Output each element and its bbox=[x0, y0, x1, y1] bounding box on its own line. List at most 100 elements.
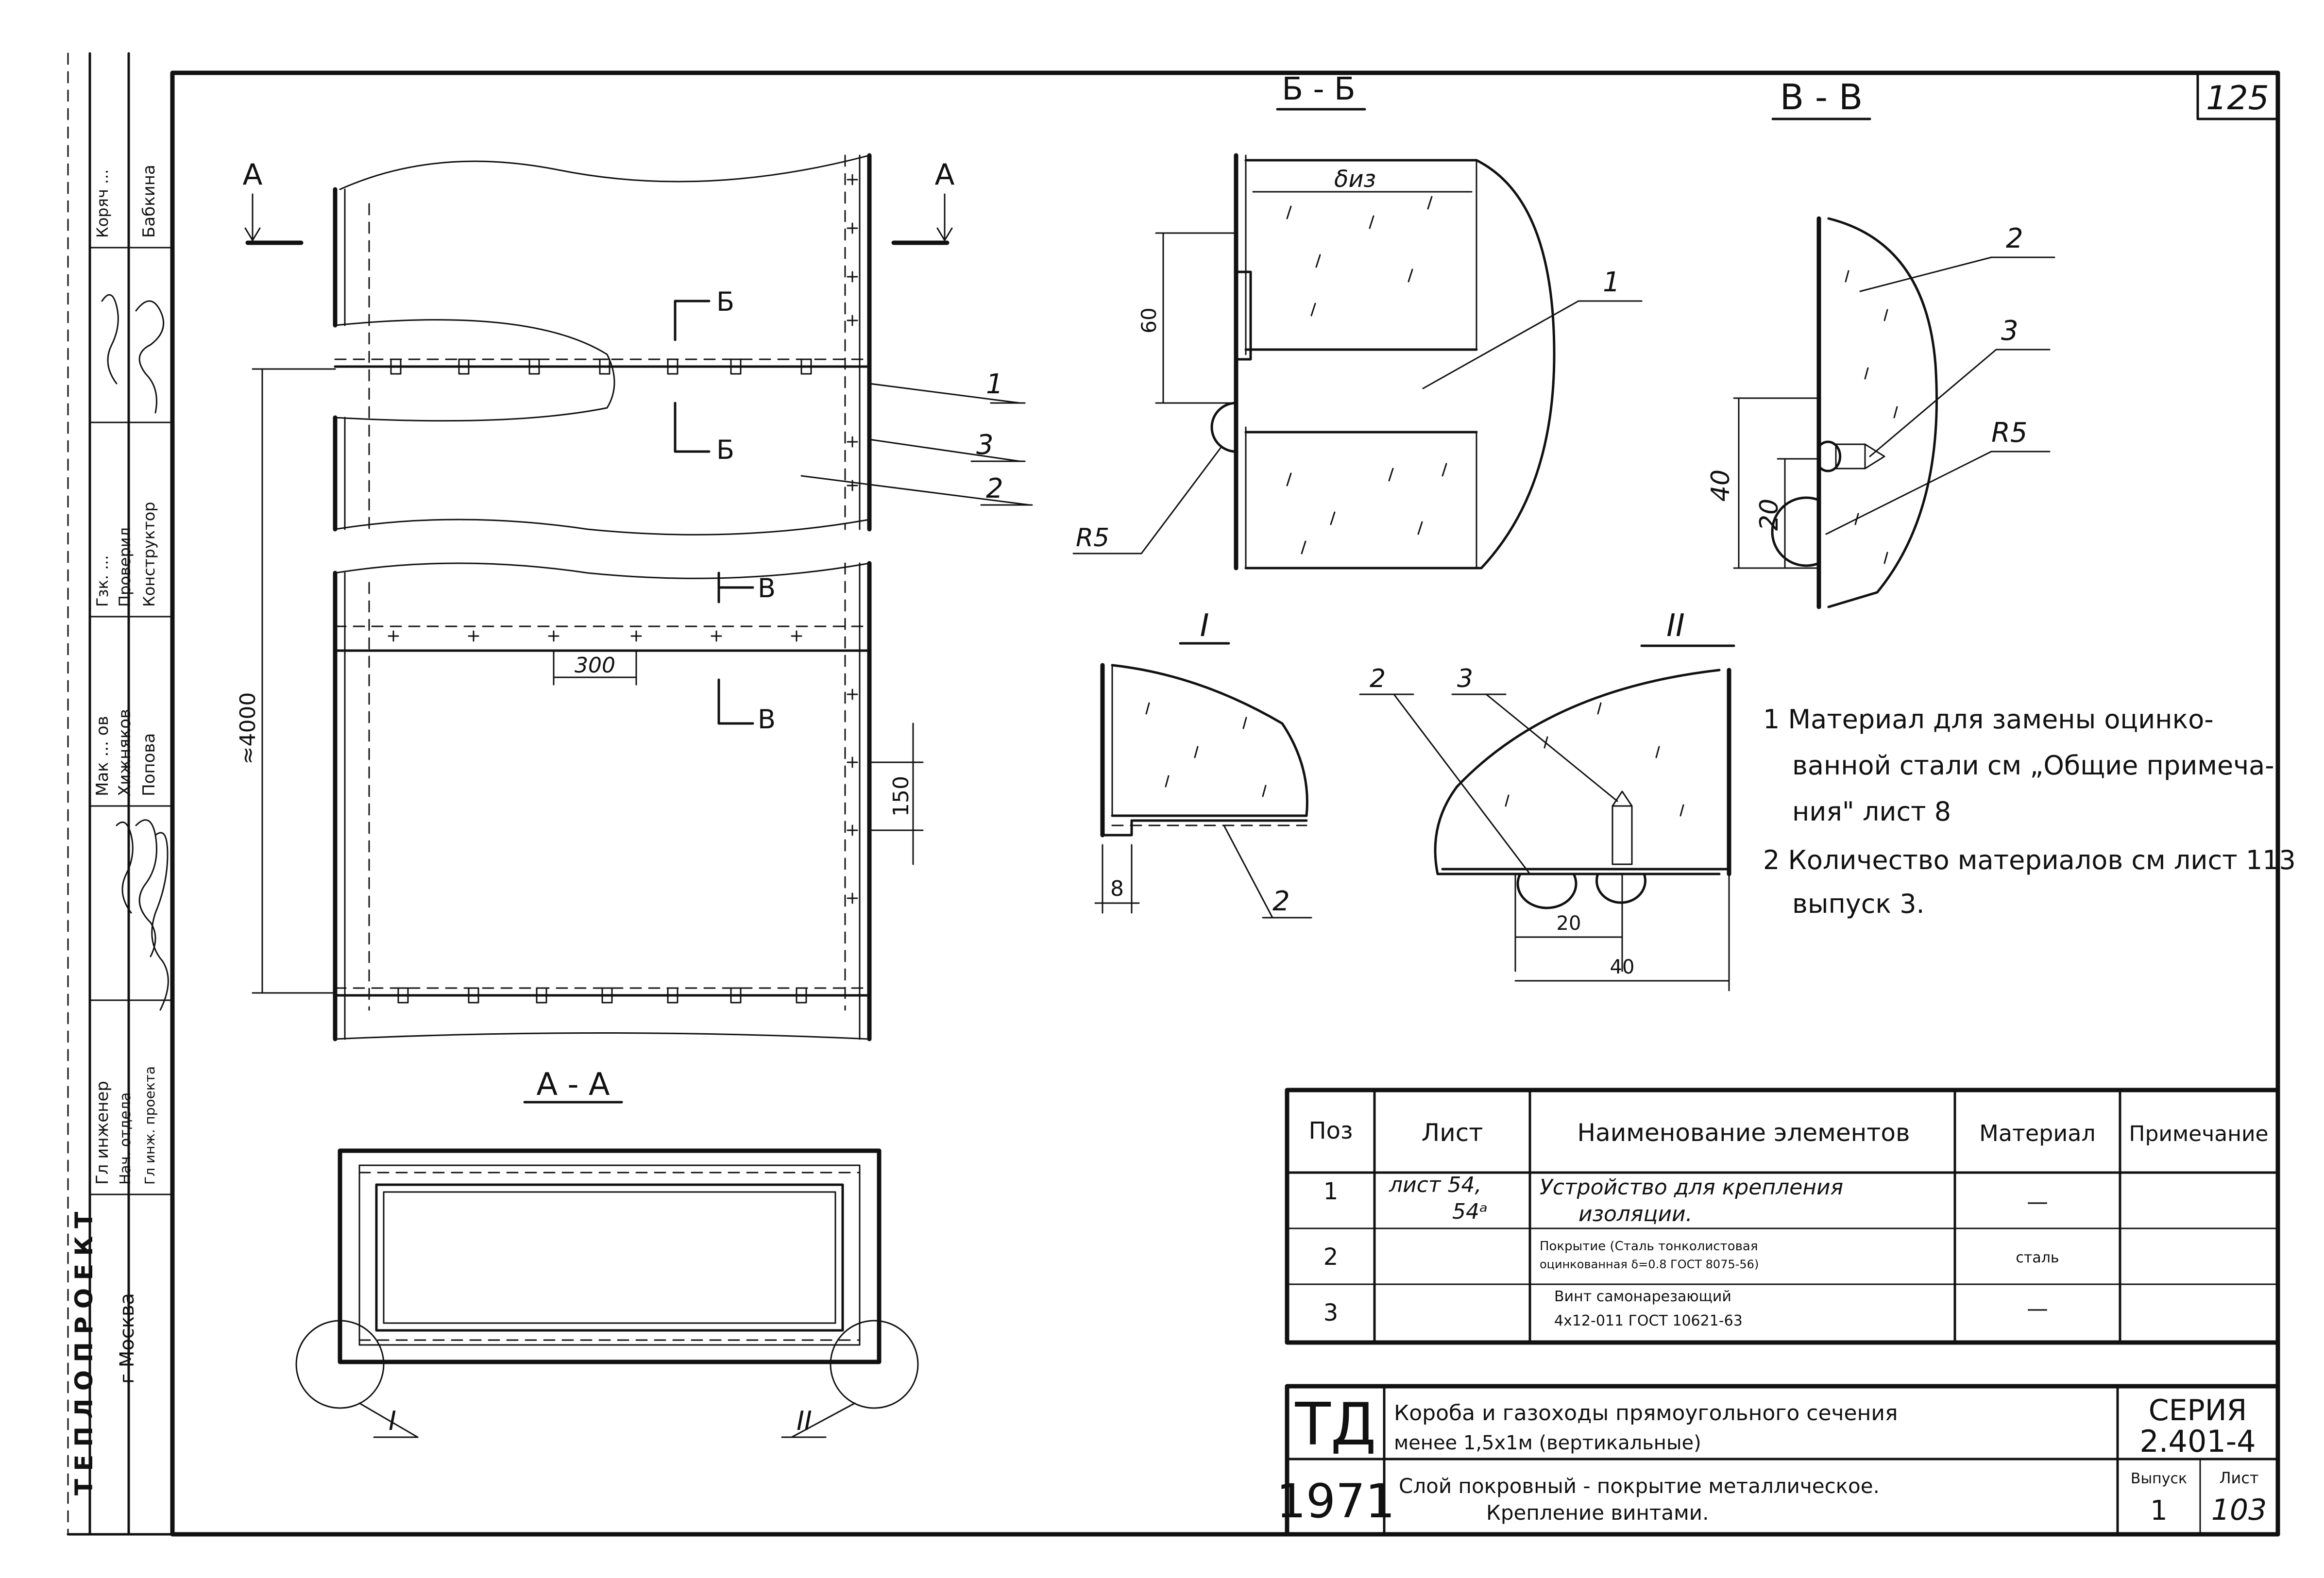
subtitle-line-1: Слой покровный - покрытие металлическое. bbox=[1399, 1474, 1880, 1498]
page-number-box: 125 bbox=[2196, 71, 2279, 120]
title-block: ТД 1971 Короба и газоходы прямоугольного… bbox=[1276, 1384, 2280, 1537]
name-babkina: Бабкина bbox=[139, 165, 159, 238]
col-note: Примечание bbox=[2129, 1122, 2268, 1146]
signature-2 bbox=[101, 294, 119, 385]
note-1-line-2: ванной стали см „Общие примеча- bbox=[1792, 750, 2274, 781]
series-value: 2.401-4 bbox=[2139, 1424, 2256, 1459]
main-view-top bbox=[333, 153, 872, 536]
detail-1-dim-8: 8 bbox=[1110, 876, 1124, 901]
row-2-material: сталь bbox=[2016, 1249, 2059, 1266]
note-2-line-1: 2 Количество материалов см лист 113 bbox=[1763, 845, 2296, 875]
note-2-line-2: выпуск 3. bbox=[1792, 889, 1925, 919]
row-1-name-l2: изоляции. bbox=[1578, 1202, 1693, 1226]
detail-2-callout-2: 2 bbox=[1370, 664, 1386, 693]
callout-2-main: 2 bbox=[986, 473, 1003, 504]
signature-1 bbox=[135, 300, 165, 414]
note-1-line-3: ния" лист 8 bbox=[1792, 796, 1951, 827]
org-city: г Москва bbox=[116, 1293, 138, 1384]
row-3-pos: 3 bbox=[1323, 1299, 1339, 1326]
note-1-line-1: 1 Материал для замены оцинко- bbox=[1763, 704, 2214, 735]
section-vv: В - В 40 20 2 3 R5 bbox=[1706, 77, 2055, 609]
role-checked: Проверил bbox=[116, 527, 134, 607]
title-line-1: Короба и газоходы прямоугольного сечения bbox=[1394, 1401, 1898, 1426]
section-vv-title: В - В bbox=[1780, 77, 1863, 118]
section-aa: А - А I II bbox=[295, 1067, 919, 1438]
dim-60: 60 bbox=[1137, 307, 1161, 333]
row-1-pos: 1 bbox=[1323, 1178, 1339, 1205]
name-koryach: Коряч ... bbox=[93, 169, 112, 238]
subtitle-line-2: Крепление винтами. bbox=[1486, 1501, 1709, 1525]
callout-3-main: 3 bbox=[976, 429, 994, 461]
vv-callout-3: 3 bbox=[2001, 315, 2019, 347]
sheet-frame bbox=[67, 52, 2280, 1537]
col-name: Наименование элементов bbox=[1578, 1119, 1910, 1147]
dim-insulation-thickness: δиз bbox=[1334, 166, 1376, 193]
detail-1-ref: I bbox=[389, 1406, 396, 1436]
detail-1-callout-2: 2 bbox=[1272, 886, 1290, 917]
series-label: СЕРИЯ bbox=[2149, 1393, 2247, 1427]
role-head-department: Нач. отдела bbox=[117, 1092, 134, 1185]
detail-2-ref: II bbox=[797, 1406, 812, 1436]
table-row: 1 лист 54, 54ᵃ Устройство для крепления … bbox=[1323, 1173, 2048, 1226]
bb-radius: R5 bbox=[1076, 523, 1109, 553]
col-pos: Поз bbox=[1309, 1117, 1353, 1144]
detail-1-title: I bbox=[1200, 608, 1209, 644]
row-2-name-l1: Покрытие (Сталь тонколистовая bbox=[1540, 1239, 1758, 1254]
detail-1: I 8 2 bbox=[1094, 608, 1312, 919]
detail-2-dim-20: 20 bbox=[1557, 912, 1581, 935]
row-2-name-l2: оцинкованная δ=0.8 ГОСТ 8075-56) bbox=[1540, 1258, 1759, 1271]
section-bb-title: Б - Б bbox=[1282, 71, 1356, 107]
role-designer: Конструктор bbox=[140, 502, 158, 607]
cut-b-top: Б bbox=[716, 286, 734, 317]
year-mark: 1971 bbox=[1276, 1474, 1395, 1528]
row-3-material: — bbox=[2027, 1296, 2048, 1321]
detail-2-title: II bbox=[1666, 608, 1685, 644]
td-mark: ТД bbox=[1294, 1391, 1376, 1459]
name-popova: Попова bbox=[139, 733, 159, 796]
detail-2-callout-3: 3 bbox=[1457, 664, 1473, 693]
signature-4 bbox=[116, 821, 134, 914]
cut-a-left: А bbox=[242, 158, 262, 192]
row-1-sheet-l2: 54ᵃ bbox=[1452, 1199, 1488, 1224]
role-chief-engineer: Гл инженер bbox=[93, 1081, 112, 1185]
signature-5 bbox=[151, 832, 169, 1011]
col-sheet: Лист bbox=[1422, 1119, 1483, 1147]
row-1-name-l1: Устройство для крепления bbox=[1540, 1175, 1843, 1200]
sheet-value: 103 bbox=[2211, 1493, 2267, 1527]
page-number: 125 bbox=[2206, 79, 2269, 118]
cut-v-top: В bbox=[758, 573, 776, 604]
main-view-annotations: А А Б Б В В ≈4000 300 150 1 3 bbox=[236, 158, 1033, 994]
row-1-sheet-l1: лист 54, bbox=[1389, 1173, 1482, 1197]
role-chief-project: Гл инж. проекта bbox=[142, 1066, 158, 1185]
detail-2-dim-40: 40 bbox=[1610, 956, 1635, 978]
notes: 1 Материал для замены оцинко- ванной ста… bbox=[1763, 704, 2296, 919]
main-view-bottom bbox=[333, 561, 872, 1041]
name-khizhnyakov: Хижняков bbox=[115, 709, 135, 796]
detail-2: II 20 40 2 3 bbox=[1359, 608, 1735, 991]
row-3-name-l1: Винт самонарезающий bbox=[1554, 1288, 1731, 1305]
cut-b-bottom: Б bbox=[716, 435, 734, 465]
title-line-2: менее 1,5х1м (вертикальные) bbox=[1394, 1432, 1701, 1454]
table-row: 3 Винт самонарезающий 4х12-011 ГОСТ 1062… bbox=[1323, 1288, 2048, 1329]
col-material: Материал bbox=[1979, 1120, 2096, 1146]
section-aa-title: А - А bbox=[536, 1067, 610, 1103]
row-3-name-l2: 4х12-011 ГОСТ 10621-63 bbox=[1554, 1312, 1743, 1329]
role-gsk: Гзк. ... bbox=[93, 555, 112, 607]
dim-150: 150 bbox=[889, 776, 914, 817]
row-2-pos: 2 bbox=[1323, 1243, 1339, 1271]
sheet-label: Лист bbox=[2219, 1469, 2258, 1487]
dim-4000: ≈4000 bbox=[236, 692, 260, 765]
row-1-material: — bbox=[2027, 1190, 2048, 1214]
vv-radius: R5 bbox=[1991, 417, 2028, 449]
table-row: 2 Покрытие (Сталь тонколистовая оцинкова… bbox=[1323, 1239, 2059, 1271]
callout-1-main: 1 bbox=[986, 369, 1003, 400]
side-stamp-block: ТЕПЛОПРОЕКТ г Москва Гл инженер Нач. отд… bbox=[70, 52, 173, 1536]
vv-dim-20: 20 bbox=[1755, 499, 1784, 531]
signature-3 bbox=[135, 819, 157, 957]
vv-dim-40: 40 bbox=[1706, 470, 1735, 502]
name-row1: Мак ... ов bbox=[93, 716, 112, 796]
cut-a-right: А bbox=[934, 158, 954, 192]
spec-table: Поз Лист Наименование элементов Материал… bbox=[1285, 1088, 2280, 1345]
cut-v-bottom: В bbox=[758, 704, 776, 735]
